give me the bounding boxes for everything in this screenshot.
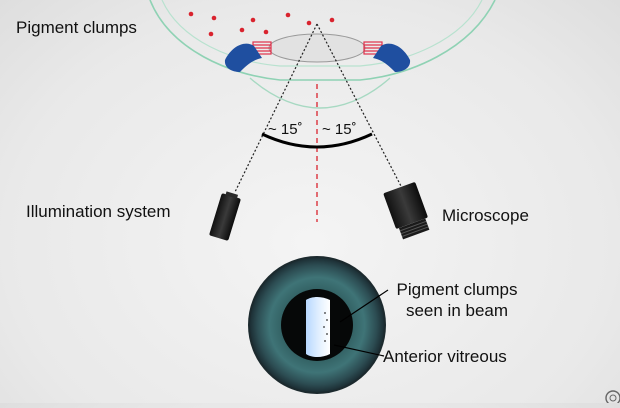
ciliary-body-left (224, 43, 262, 72)
anterior-vitreous-label: Anterior vitreous (383, 347, 507, 366)
corner-watermark-icon (605, 390, 620, 406)
pointer-anterior-vitreous (333, 344, 385, 357)
ciliary-body-right (373, 43, 411, 72)
eye-wall-outer (149, 0, 496, 81)
angle-left-label: ~ 15˚ (268, 121, 303, 138)
pigment-seen-line-1: Pigment clumps (396, 280, 518, 299)
pigment-seen-label: Pigment clumps seen in beam (384, 279, 530, 321)
lens (268, 33, 366, 63)
microscope-beam-line (316, 23, 403, 189)
pointer-pigment-seen (339, 289, 389, 323)
beam-pigment-specks (323, 312, 328, 342)
zonule-fibers-right (363, 41, 383, 55)
illumination-beam-line (234, 23, 318, 193)
angle-right-label: ~ 15˚ (322, 121, 357, 138)
illumination-system-label: Illumination system (26, 202, 171, 221)
microscope-objective-icon (383, 182, 430, 240)
slit-lamp-illuminator-icon (209, 191, 241, 241)
angle-arc (261, 132, 373, 149)
anterior-chamber-outline (249, 77, 391, 109)
slit-beam (306, 297, 330, 357)
pigment-clump-dots (188, 11, 335, 37)
pigment-seen-line-2: seen in beam (405, 301, 509, 320)
eye-wall-inner (161, 0, 483, 67)
pigment-clumps-label: Pigment clumps (16, 18, 137, 37)
eye-photo (248, 256, 389, 394)
microscope-label: Microscope (442, 206, 529, 225)
